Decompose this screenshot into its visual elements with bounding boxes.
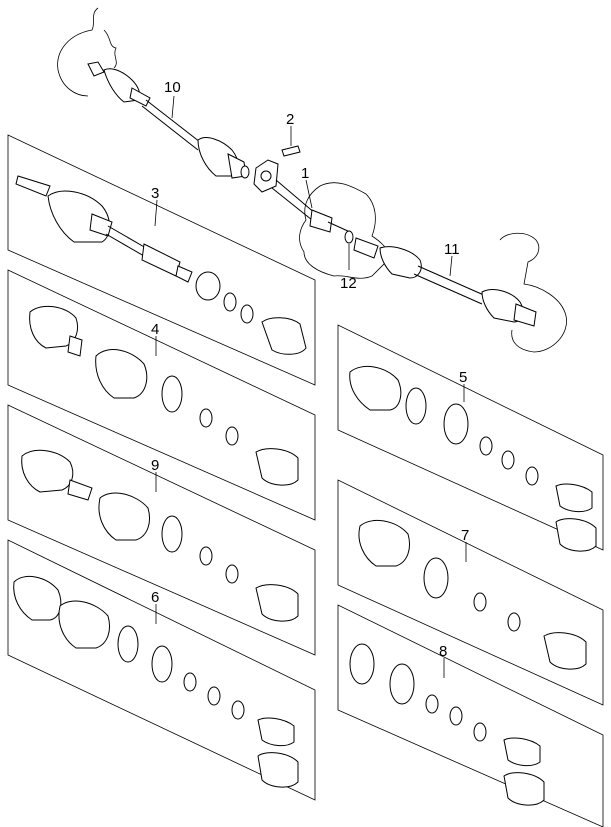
bolt-2 (281, 145, 301, 157)
callout-9: 9 (151, 457, 159, 474)
panel-4 (7, 269, 316, 521)
callout-3: 3 (151, 185, 159, 202)
axle-shaft-11 (353, 237, 537, 327)
axle-shaft-10 (87, 61, 250, 179)
leader-lines (154, 95, 467, 678)
panel-9 (7, 404, 316, 656)
center-bearing-bracket (253, 145, 351, 233)
snap-ring-12 (344, 230, 354, 244)
panel-6 (7, 539, 316, 801)
callout-11: 11 (444, 241, 460, 258)
callout-7: 7 (461, 527, 469, 544)
callout-5: 5 (459, 369, 467, 386)
callout-2: 2 (286, 111, 294, 128)
panel-8 (337, 604, 604, 827)
transmission-housing-outline (299, 182, 389, 279)
callout-6: 6 (151, 589, 159, 606)
top-assembly (57, 7, 567, 353)
right-knuckle-outline (499, 232, 567, 353)
panel-7 (337, 479, 604, 706)
callout-8: 8 (439, 643, 447, 660)
panel-5 (337, 324, 604, 552)
callout-10: 10 (164, 79, 181, 96)
left-knuckle-outline (57, 7, 117, 97)
callout-12: 12 (340, 275, 357, 292)
callout-1: 1 (301, 165, 309, 182)
callout-4: 4 (151, 321, 159, 338)
panel-3 (7, 134, 316, 386)
callout-numbers: 10 2 1 3 4 5 9 7 6 8 11 12 (151, 79, 469, 660)
